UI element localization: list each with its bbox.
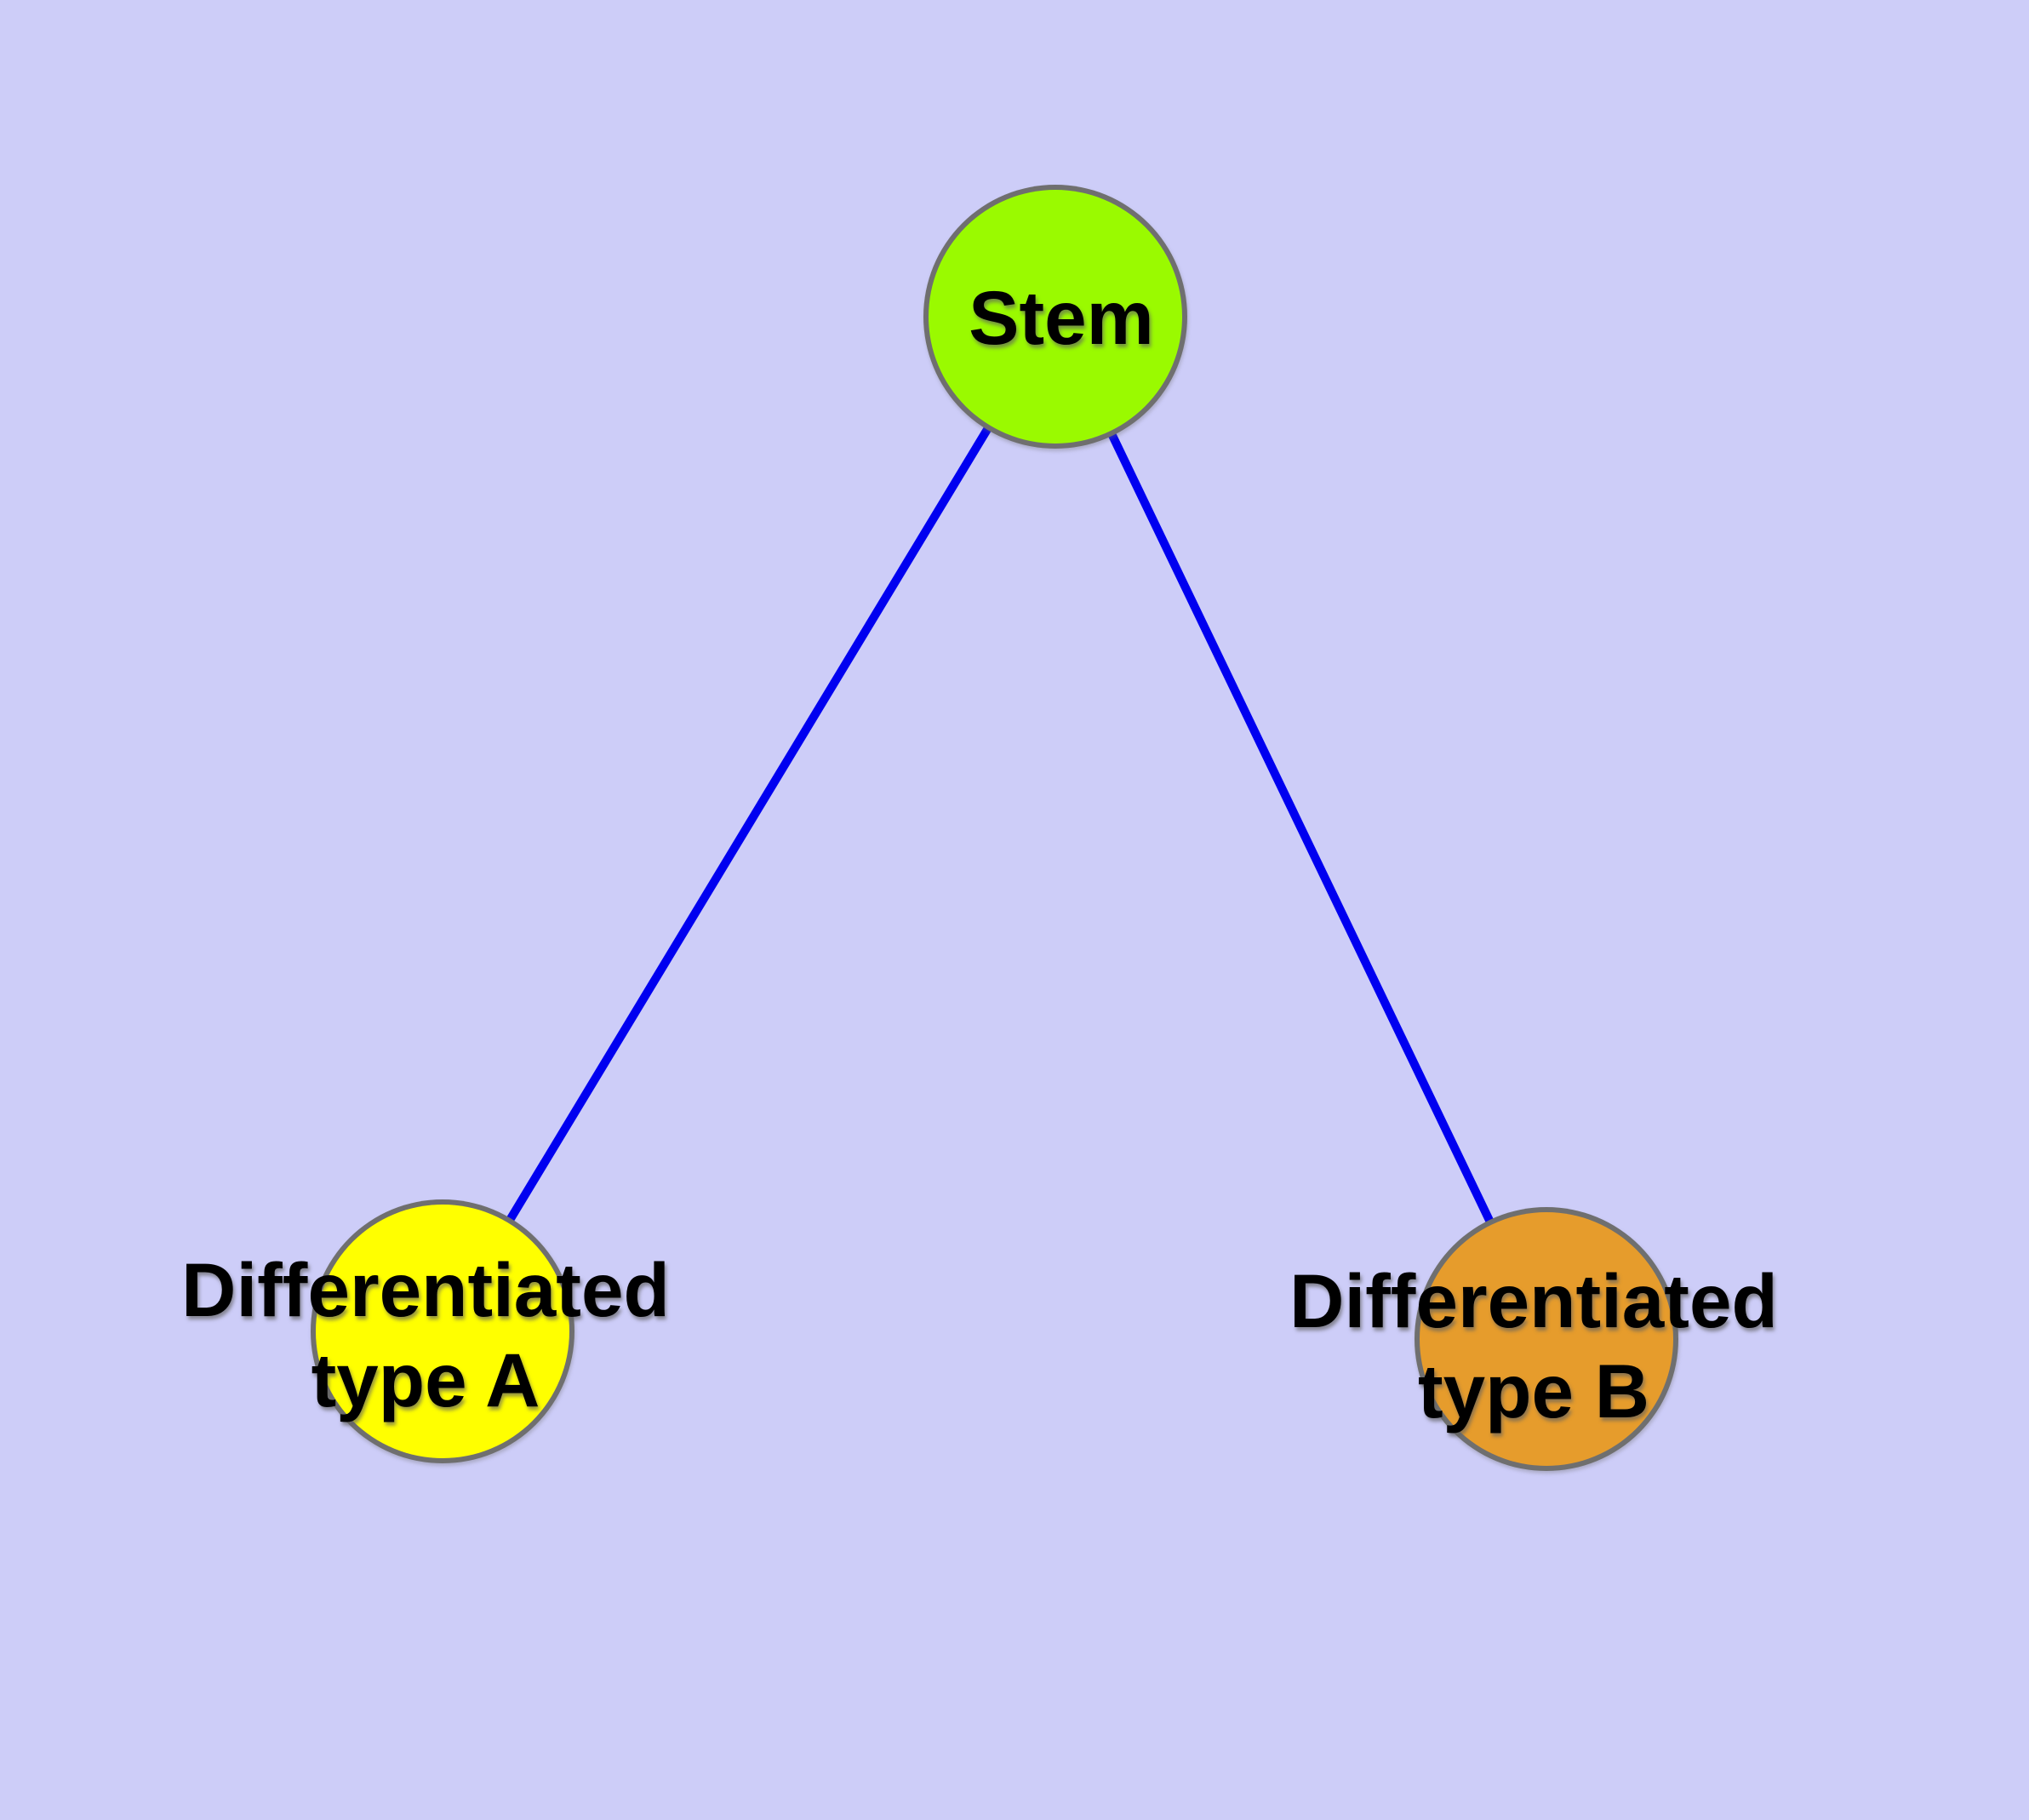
node-differentiated-type-a: Differentiated type A (181, 1199, 670, 1463)
node-stem-label: Stem (969, 275, 1154, 360)
node-differentiated-type-b-label-line2: type B (1418, 1348, 1649, 1434)
node-differentiated-type-b-label-line1: Differentiated (1289, 1258, 1778, 1343)
node-stem-disc (929, 190, 1182, 444)
node-stem: Stem (923, 185, 1187, 449)
node-differentiated-type-a-label-line2: type A (311, 1337, 540, 1422)
edge-stem-to-differentiated-type-a (438, 314, 1060, 1334)
node-differentiated-type-a-label-line1: Differentiated (181, 1247, 670, 1332)
node-differentiated-type-b: Differentiated type B (1289, 1207, 1778, 1471)
node-differentiated-type-a-disc (316, 1205, 569, 1458)
edge-layer (438, 314, 1551, 1342)
edge-stem-to-differentiated-type-b (1051, 314, 1551, 1342)
node-differentiated-type-b-disc (1420, 1212, 1673, 1466)
